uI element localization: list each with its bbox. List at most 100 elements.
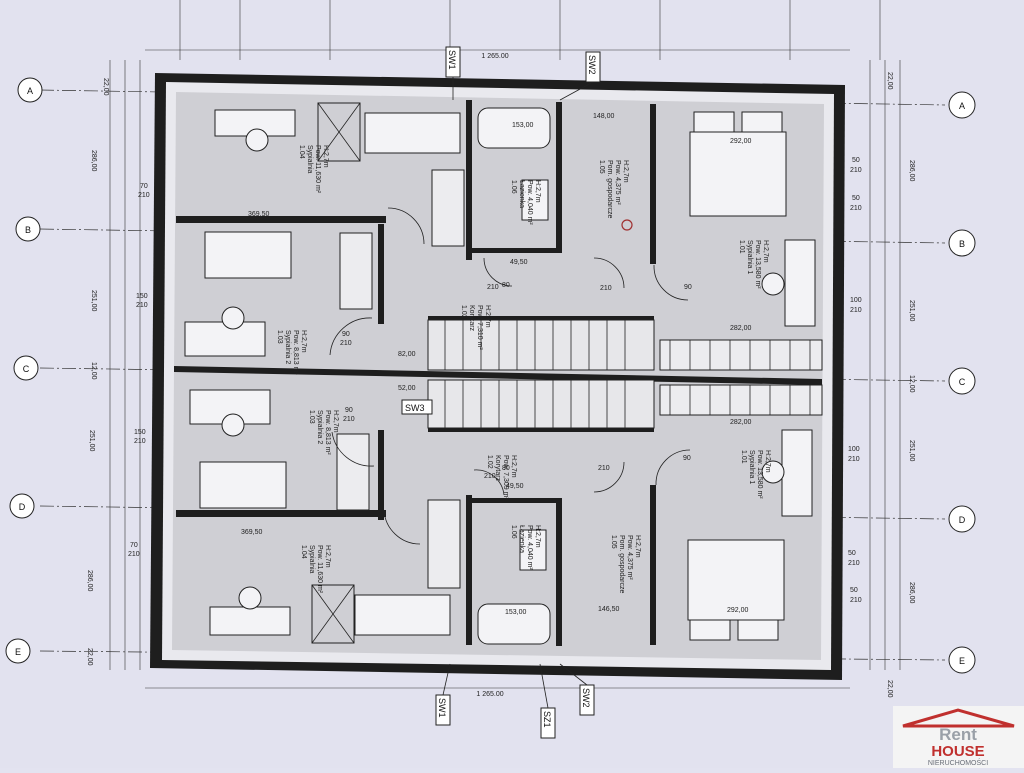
axis-label-c-right: C <box>959 377 966 387</box>
window-right-5-w: 50 <box>848 550 856 557</box>
window-right-6-h: 210 <box>850 597 862 604</box>
window-left-2-w: 150 <box>136 293 148 300</box>
door-label-2: 210 <box>340 340 352 347</box>
axis-label-e-left: E <box>15 647 21 657</box>
window-right-1-h: 210 <box>850 167 862 174</box>
axis-bubbles-right: A B C D E <box>948 91 976 674</box>
inner-dim-9: 82,00 <box>398 351 416 358</box>
dim-left-1: 22,00 <box>102 78 109 96</box>
window-left-1-w: 70 <box>140 183 148 190</box>
reference-lines <box>109 0 901 689</box>
window-right-2-h: 210 <box>850 205 862 212</box>
desk-6 <box>781 429 813 517</box>
dim-left-6: 286,00 <box>86 570 93 592</box>
door-label-4: 210 <box>343 416 355 423</box>
svg-text:H:2,7m: H:2,7m <box>764 450 771 473</box>
room-label-3: 1.02 Korytarz Pow. 7,310 m² H:2,7m <box>460 305 491 350</box>
svg-text:Korytarz: Korytarz <box>494 455 501 482</box>
wardrobes-center <box>659 339 823 416</box>
logo-subtitle: NIERUCHOMOŚCI <box>928 758 988 767</box>
svg-text:1.01: 1.01 <box>738 240 745 254</box>
window-left-2-h: 210 <box>136 302 148 309</box>
svg-text:Łazienka: Łazienka <box>518 525 525 553</box>
axis-label-a-left: A <box>27 86 33 96</box>
dim-left-4: 12,00 <box>90 362 97 380</box>
room-label-5: 1.05 Pom. gospodarcze Pow. 4,375 m² H:2,… <box>598 160 629 218</box>
room-label-7: 1.06 Łazienka Pow. 4,040 m² H:2,7m <box>510 180 541 225</box>
inner-dim-11: 153,00 <box>512 122 534 129</box>
room-label-2: 1.03 Sypialnia 2 Pow. 8,813 m² H:2,7m <box>308 410 339 455</box>
room-label-11: 1.04 Sypialnia Pow. 11,630 m² H:2,7m <box>298 145 329 194</box>
tag-sw1-top: SW1 <box>447 50 457 70</box>
svg-text:H:2,7m: H:2,7m <box>622 160 629 183</box>
inner-dim-3: 148,00 <box>593 113 615 120</box>
desk-4 <box>209 606 291 636</box>
axis-label-c-left: C <box>23 364 30 374</box>
dim-right-1: 22,00 <box>886 72 893 90</box>
desk-2 <box>184 321 266 357</box>
svg-text:H:2,7m: H:2,7m <box>484 305 491 328</box>
inner-dim-7: 369,50 <box>241 529 263 536</box>
drain-marker <box>621 219 633 231</box>
dim-right-6: 286,00 <box>908 582 915 604</box>
room-label-12: 1.04 Sypialnia Pow. 11,630 m² H:2,7m <box>300 545 331 594</box>
interior-dimensions: 369,50 282,00 148,00 292,00 292,00 146,5… <box>241 113 752 616</box>
window-labels-left: 70 210 150 210 150 210 70 210 <box>128 183 150 558</box>
wardrobe-f <box>311 584 355 644</box>
sink-bottom <box>519 529 547 571</box>
inner-dim-10: 52,00 <box>398 385 416 392</box>
door-label-1: 90 <box>342 331 350 338</box>
tag-sz1: SZ1 <box>542 711 552 728</box>
room-label-8: 1.06 Łazienka Pow. 4,040 m² H:2,7m <box>510 525 541 570</box>
svg-text:1.02: 1.02 <box>486 455 493 469</box>
svg-text:H:2,7m: H:2,7m <box>324 545 331 568</box>
single-bed-bottom-mid <box>354 594 451 636</box>
svg-text:Pow. 13,580 m²: Pow. 13,580 m² <box>756 450 763 499</box>
logo-brand-house: HOUSE <box>931 743 984 760</box>
double-bed-bottom <box>687 539 785 621</box>
single-bed-top-mid <box>364 112 461 154</box>
interior-walls <box>176 100 656 646</box>
dim-right-5: 251,00 <box>908 440 915 462</box>
dim-right-2: 286,00 <box>908 160 915 182</box>
building-outline <box>150 73 845 680</box>
svg-text:Łazienka: Łazienka <box>518 180 525 208</box>
roof-icon <box>902 708 1015 728</box>
window-left-1-h: 210 <box>138 192 150 199</box>
wardrobe-a <box>339 232 373 310</box>
inner-dim-14: 49,50 <box>506 483 524 490</box>
svg-text:1.02: 1.02 <box>460 305 467 319</box>
window-left-4-h: 210 <box>128 551 140 558</box>
wardrobe-e <box>317 102 361 162</box>
dim-left-5: 251,00 <box>88 430 95 452</box>
window-right-4-h: 210 <box>848 456 860 463</box>
room-label-10: 1.01 Sypialnia 1 Pow. 13,580 m² H:2,7m <box>740 450 771 499</box>
window-right-2-w: 50 <box>852 195 860 202</box>
tag-sw1-bottom: SW1 <box>437 698 447 718</box>
dim-right-3: 251,00 <box>908 300 915 322</box>
inner-dim-12: 153,00 <box>505 609 527 616</box>
svg-text:Pow. 7,309 m²: Pow. 7,309 m² <box>502 455 509 500</box>
door-label-9: 210 <box>598 465 610 472</box>
svg-text:1.05: 1.05 <box>610 535 617 549</box>
single-bed-left-top <box>204 231 292 279</box>
room-label-4: 1.02 Korytarz Pow. 7,309 m² H:2,7m <box>486 455 517 500</box>
axis-label-d-right: D <box>959 515 966 525</box>
svg-text:Sypialnia 1: Sypialnia 1 <box>746 240 753 274</box>
inner-dim-1: 369,50 <box>248 211 270 218</box>
single-bed-left-bottom <box>199 461 287 509</box>
svg-text:Pow. 13,580 m²: Pow. 13,580 m² <box>754 240 761 289</box>
door-labels: 90 210 90 210 80 210 80 210 210 90 210 9… <box>340 282 692 480</box>
window-right-5-h: 210 <box>848 560 860 567</box>
staircase-lower <box>427 379 655 429</box>
svg-text:1.06: 1.06 <box>510 525 517 539</box>
svg-text:Pow. 4,040 m²: Pow. 4,040 m² <box>526 180 533 225</box>
door-label-12: 90 <box>683 455 691 462</box>
window-right-3-w: 100 <box>850 297 862 304</box>
svg-text:Pow. 8,813 m²: Pow. 8,813 m² <box>292 330 299 375</box>
svg-text:1.03: 1.03 <box>308 410 315 424</box>
axis-label-e-right: E <box>959 656 965 666</box>
axis-label-d-left: D <box>19 502 26 512</box>
room-label-1: 1.03 Sypialnia 2 Pow. 8,813 m² H:2,7m <box>276 330 307 375</box>
window-right-3-h: 210 <box>850 307 862 314</box>
